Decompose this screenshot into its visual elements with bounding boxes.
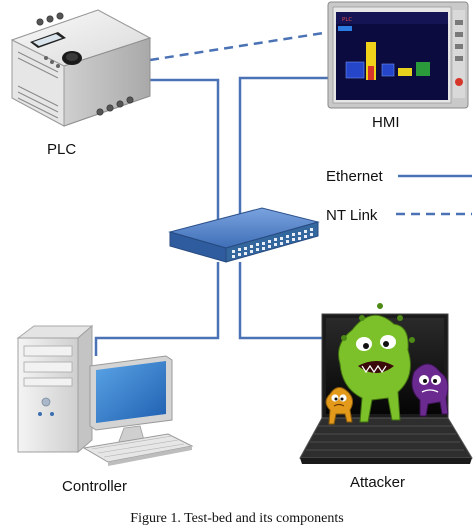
ethernet-hmi-switch: [238, 76, 330, 232]
desktop-computer-icon: [16, 324, 194, 466]
legend: Ethernet NT Link: [326, 168, 472, 224]
connections: [94, 30, 331, 356]
ethernet-switch-controller: [94, 262, 220, 356]
svg-text:PLC: PLC: [342, 17, 352, 23]
attacker-label: Attacker: [350, 474, 405, 491]
laptop-virus-icon: [299, 303, 473, 464]
figure-caption: Figure 1. Test-bed and its components: [130, 511, 344, 526]
controller-label: Controller: [62, 478, 127, 495]
plc-label: PLC: [47, 141, 76, 158]
ethernet-switch-attacker: [238, 262, 322, 340]
legend-ethernet-label: Ethernet: [326, 168, 384, 185]
nt-link-plc-hmi: [149, 30, 331, 62]
network-switch-icon: [168, 207, 320, 263]
plc-device-icon: [10, 9, 152, 127]
ethernet-plc-switch: [148, 78, 220, 232]
hmi-panel-icon: PLC: [327, 1, 469, 109]
hmi-label: HMI: [372, 114, 400, 131]
legend-nt-link-label: NT Link: [326, 207, 378, 224]
